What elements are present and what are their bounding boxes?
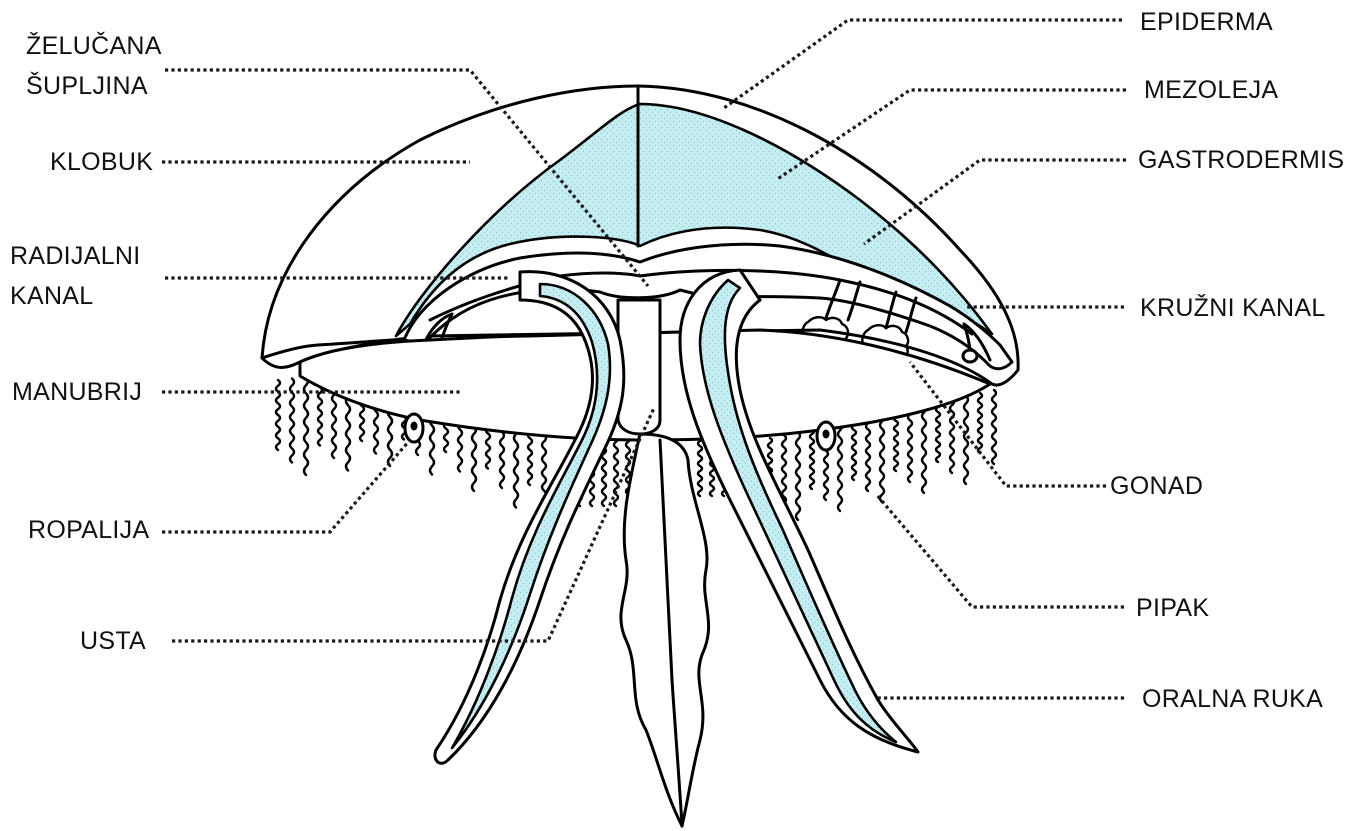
- label-manubrij: MANUBRIJ: [12, 374, 142, 410]
- tentacle: [922, 405, 926, 493]
- ring-canal-right-bulb: [963, 350, 977, 362]
- tentacle: [810, 429, 814, 489]
- label-zelucana-2: ŠUPLJINA: [26, 68, 148, 104]
- label-usta: USTA: [80, 623, 146, 659]
- tentacle: [894, 411, 898, 471]
- label-mezoleja: MEZOLEJA: [1144, 72, 1278, 108]
- tentacle: [838, 423, 842, 511]
- leader-epiderma: [724, 20, 1122, 108]
- label-gastrodermis: GASTRODERMIS: [1138, 142, 1344, 178]
- label-zelucana-1: ŽELUČANA: [26, 28, 162, 64]
- label-radijalni-1: RADIJALNI: [10, 238, 141, 274]
- label-epiderma: EPIDERMA: [1140, 4, 1273, 40]
- tentacle: [852, 420, 856, 480]
- label-radijalni-2: KANAL: [10, 278, 93, 314]
- leader-ropalija: [162, 440, 410, 532]
- tentacle: [950, 399, 954, 473]
- label-pipak: PIPAK: [1136, 590, 1209, 626]
- rhopalium-right-dot: [823, 430, 830, 439]
- label-ropalija: ROPALIJA: [28, 512, 149, 548]
- tentacle: [908, 408, 912, 482]
- label-klobuk: KLOBUK: [50, 144, 153, 180]
- tentacle: [796, 432, 800, 520]
- tentacle: [614, 436, 618, 506]
- tentacle: [964, 396, 968, 484]
- label-gonad: GONAD: [1110, 468, 1203, 504]
- tentacle: [978, 393, 982, 453]
- mouth-arm-center: [621, 434, 709, 826]
- tentacle: [880, 414, 884, 502]
- leader-pipak: [876, 494, 1124, 607]
- label-oralna-ruka: ORALNA RUKA: [1142, 681, 1323, 717]
- tentacle: [936, 402, 940, 462]
- tentacle: [866, 417, 870, 491]
- tentacle: [698, 436, 702, 496]
- rhopalium-left-dot: [411, 422, 418, 431]
- tentacle: [992, 390, 996, 464]
- label-kruzni-kanal: KRUŽNI KANAL: [1140, 290, 1326, 326]
